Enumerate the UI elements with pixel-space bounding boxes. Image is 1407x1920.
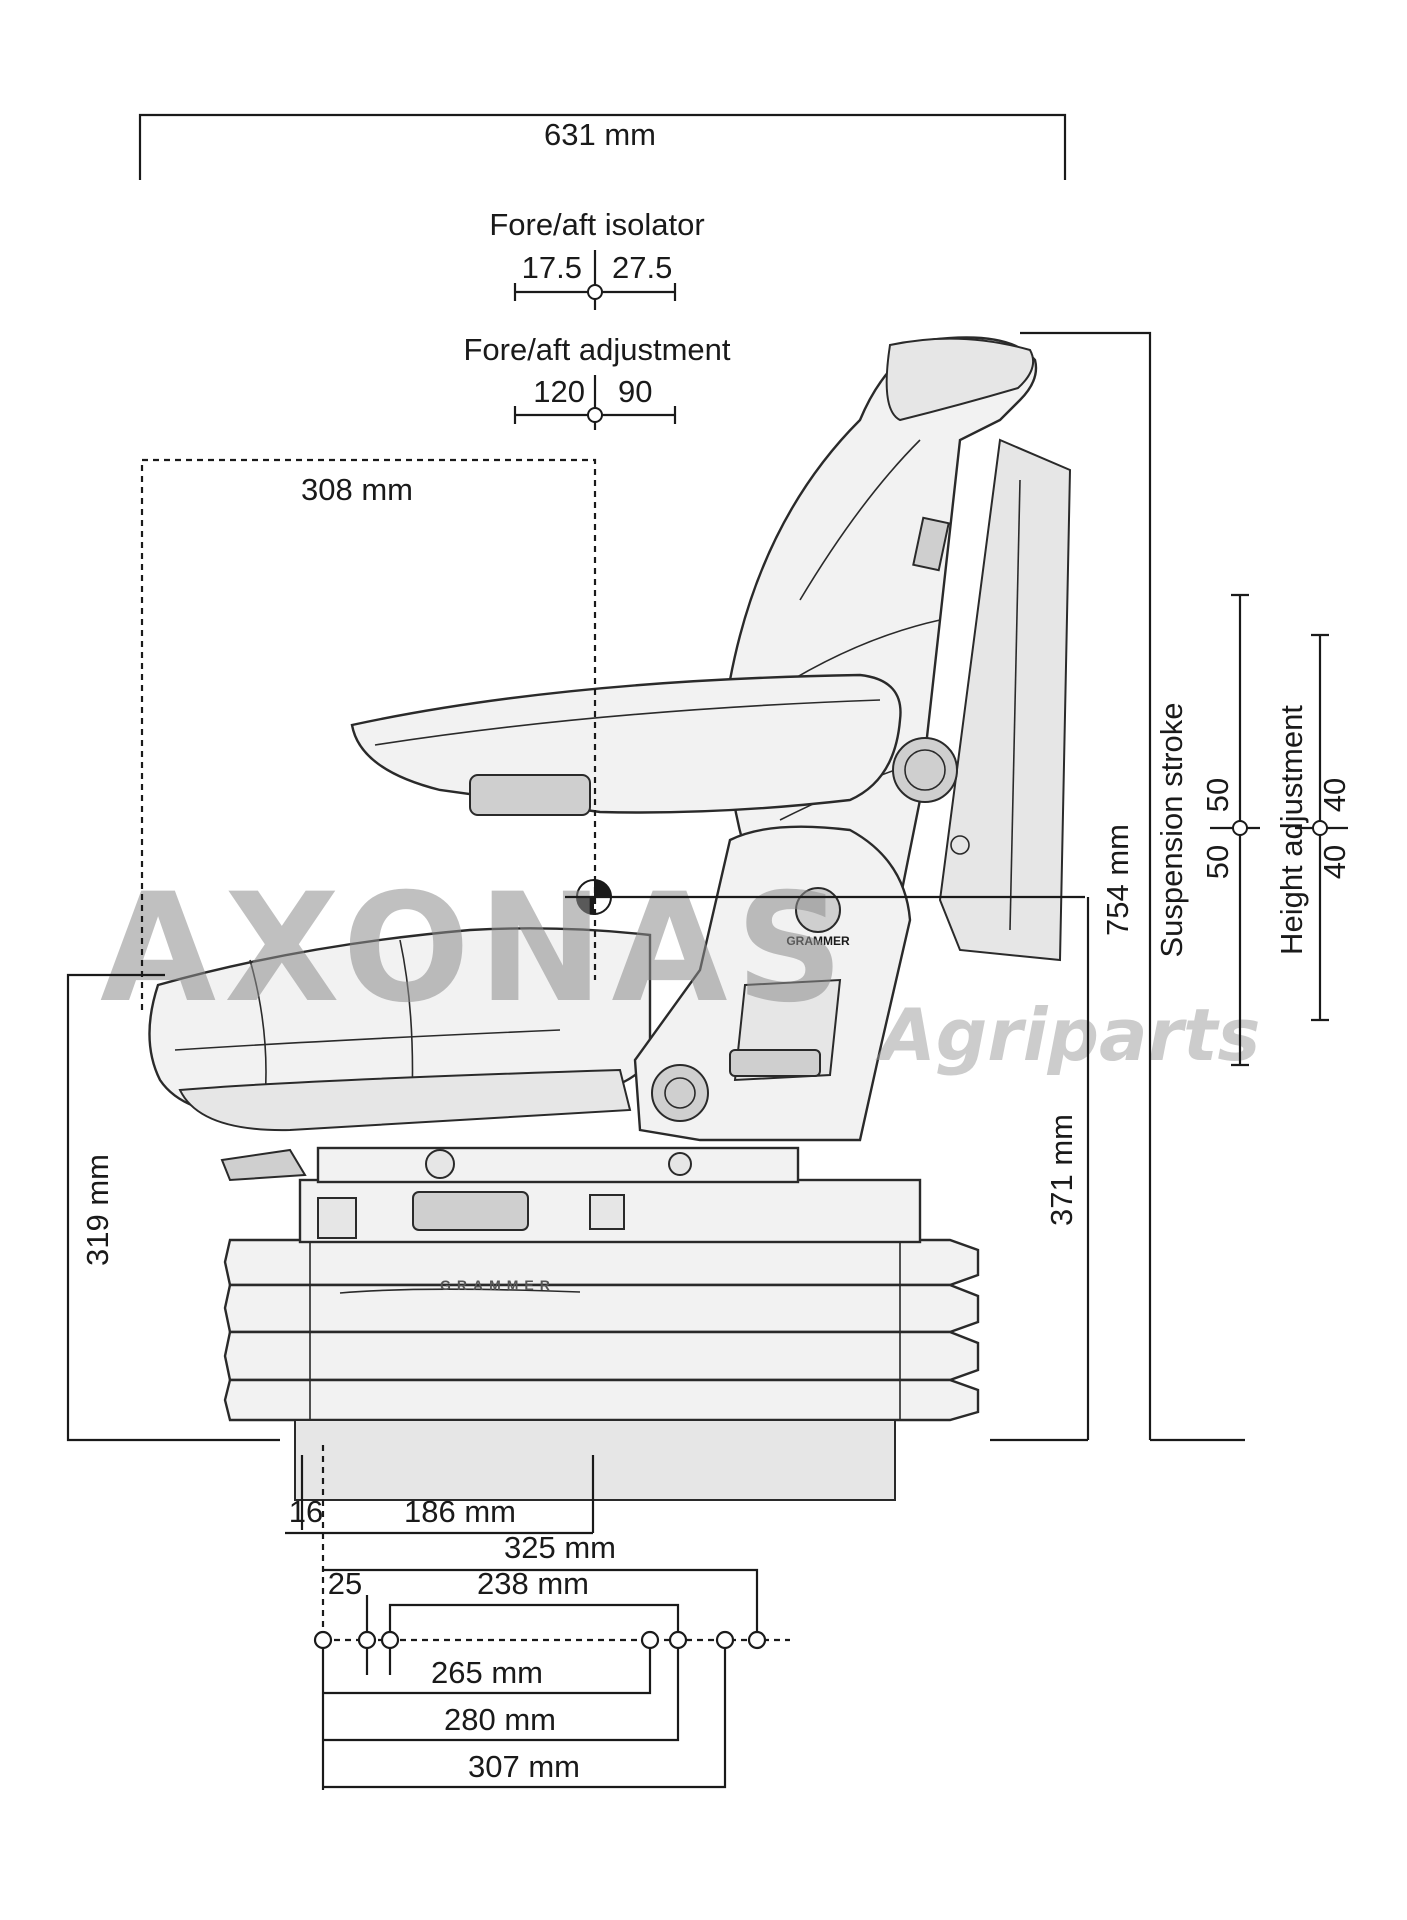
mounting-hole <box>357 1630 377 1650</box>
dim-fore-aft-adjustment: Fore/aft adjustment 120 90 <box>463 332 731 430</box>
label-isolator-title: Fore/aft isolator <box>489 207 704 242</box>
watermark-brand: AXONAS <box>100 862 852 1036</box>
mounting-hole <box>313 1630 333 1650</box>
label-754: 754 mm <box>1100 824 1135 936</box>
bellows-brand-text: GRAMMER <box>440 1277 556 1293</box>
label-186: 186 mm <box>404 1494 516 1529</box>
seat-armrest <box>350 673 902 814</box>
label-adjustment-title: Fore/aft adjustment <box>463 332 730 367</box>
label-height-title: Height adjustment <box>1274 705 1309 955</box>
grammer-logo-text: GRAMMER <box>786 934 850 948</box>
label-height-down: 40 <box>1317 845 1352 879</box>
dim-overall-width: 631 mm <box>138 113 1067 180</box>
label-height-up: 40 <box>1317 778 1352 812</box>
label-suspension-title: Suspension stroke <box>1154 702 1189 957</box>
label-319: 319 mm <box>80 1154 115 1266</box>
dim-319: 319 mm <box>66 973 280 1442</box>
label-suspension-up: 50 <box>1200 778 1235 812</box>
dim-265-280-307: 265 mm 280 mm 307 mm <box>321 1648 727 1790</box>
dim-suspension-stroke: Suspension stroke 50 50 <box>1154 593 1260 1067</box>
dim-height-adjustment: Height adjustment 40 40 <box>1274 633 1352 1022</box>
label-308: 308 mm <box>301 472 413 507</box>
backrest-frame <box>938 438 1072 962</box>
dim-25-238: 25 238 mm <box>328 1566 680 1675</box>
mounting-hole <box>380 1630 400 1650</box>
dim-16-186: 16 186 mm <box>285 1445 595 1640</box>
label-325: 325 mm <box>504 1530 616 1565</box>
mounting-hole <box>640 1630 660 1650</box>
grammer-logo-mark <box>795 887 841 933</box>
label-adjustment-left: 120 <box>533 374 585 409</box>
label-isolator-right: 27.5 <box>612 250 672 285</box>
seat-rails <box>316 1146 800 1184</box>
sip-reference-mark <box>576 879 612 915</box>
mounting-hole-row <box>313 1630 790 1650</box>
dim-308: 308 mm <box>140 458 597 1010</box>
label-265: 265 mm <box>431 1655 543 1690</box>
mounting-hole <box>747 1630 767 1650</box>
seat-base-plate <box>294 1419 896 1501</box>
label-25: 25 <box>328 1566 362 1601</box>
suspension-bellows <box>223 1238 980 1422</box>
label-adjustment-right: 90 <box>618 374 652 409</box>
label-suspension-down: 50 <box>1200 845 1235 879</box>
mounting-hole <box>668 1630 688 1650</box>
watermark-subtitle: Agriparts <box>875 993 1260 1077</box>
dim-371: 371 mm <box>990 897 1090 1442</box>
recline-knob <box>892 737 958 803</box>
label-307: 307 mm <box>468 1749 580 1784</box>
label-371: 371 mm <box>1044 1114 1079 1226</box>
label-16: 16 <box>289 1494 323 1529</box>
label-631: 631 mm <box>544 117 656 152</box>
mounting-hole <box>715 1630 735 1650</box>
label-238: 238 mm <box>477 1566 589 1601</box>
dim-325: 325 mm <box>323 1530 759 1640</box>
seat-headrest <box>885 337 1034 422</box>
seat-illustration: GRAMMER GRAMMER <box>148 336 1072 1501</box>
label-isolator-left: 17.5 <box>522 250 582 285</box>
label-280: 280 mm <box>444 1702 556 1737</box>
dim-754: 754 mm <box>1020 331 1245 1442</box>
dim-fore-aft-isolator: Fore/aft isolator 17.5 27.5 <box>489 207 705 310</box>
